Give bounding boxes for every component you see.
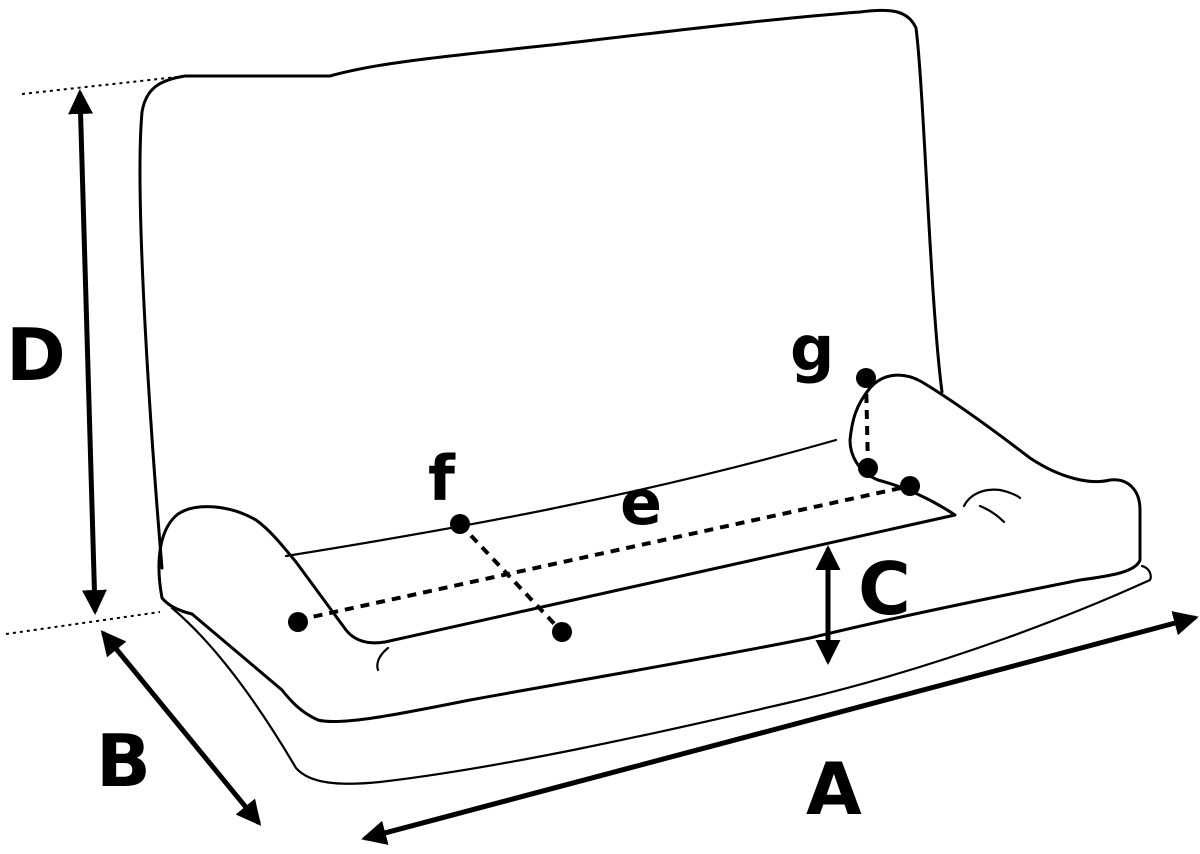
backrest-outline (138, 8, 944, 570)
seat-inner-back-line (284, 438, 838, 558)
dimension-b-arrow (100, 630, 262, 826)
label-f: f (428, 442, 456, 515)
point-g-end (858, 458, 878, 478)
point-e-end (900, 476, 920, 496)
dimension-f-line (458, 522, 564, 634)
seat-bottom-edge (170, 564, 1152, 785)
guide-top (21, 75, 187, 95)
label-e: e (620, 466, 662, 539)
dimension-a-arrow (361, 611, 1199, 845)
label-g: g (790, 312, 834, 385)
dimension-d-arrow (68, 89, 107, 615)
label-c: C (858, 547, 911, 631)
guide-bottom (5, 611, 161, 635)
point-f-start (450, 514, 470, 534)
label-d: D (6, 313, 66, 397)
seat-inner-front-line (376, 646, 390, 672)
point-f-end (552, 622, 572, 642)
point-g-start (856, 368, 876, 388)
label-b: B (96, 719, 151, 803)
point-e-start (288, 612, 308, 632)
label-a: A (806, 747, 862, 831)
dimension-e-line (297, 484, 911, 622)
right-bolster-fold (962, 488, 1022, 524)
